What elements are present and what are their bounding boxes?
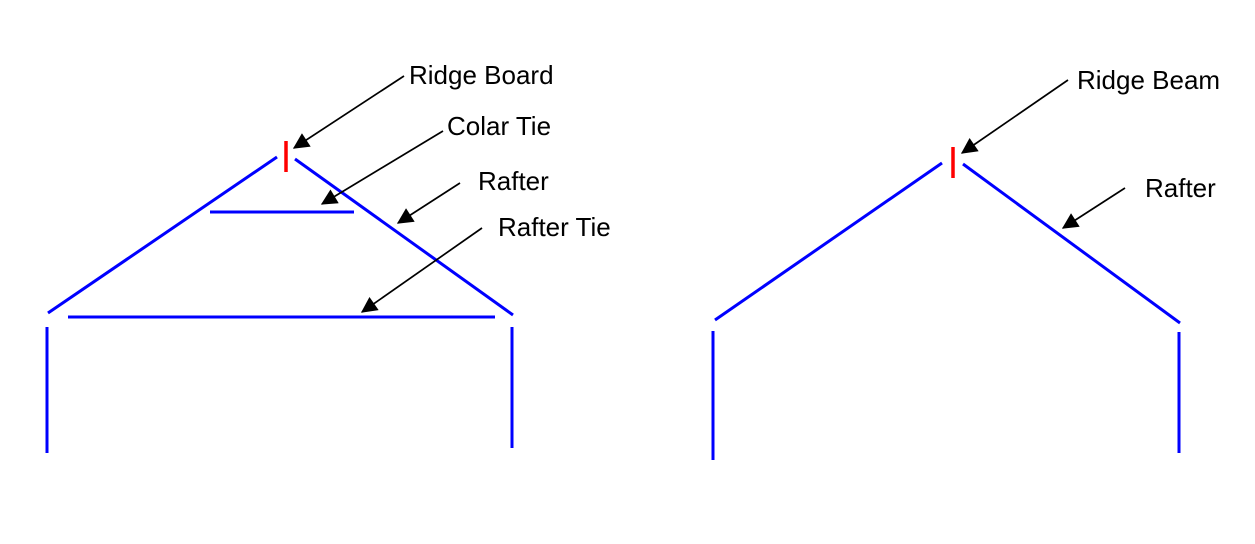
ridge-beam-arrow [960,79,1069,154]
rafter-tie-arrow [360,227,483,313]
rafter-label: Rafter [1145,173,1216,203]
ridge-board-label: Ridge Board [409,60,554,90]
right-rafter-line [294,157,514,317]
ridge-beam-diagram: Ridge Beam Rafter [711,65,1220,460]
ridge-board-diagram: Ridge Board Colar Tie Rafter Rafter Tie [45,60,611,453]
rafter-arrow [396,182,461,224]
collar-tie-label: Colar Tie [447,111,551,141]
rafter-arrow [1061,187,1126,229]
ridge-beam-label: Ridge Beam [1077,65,1220,95]
rafter-label: Rafter [478,166,549,196]
ridge-board-arrow [292,75,405,149]
rafter-tie-label: Rafter Tie [498,212,611,242]
right-rafter-line [962,162,1181,325]
left-rafter-line [714,161,943,322]
left-rafter-line [47,155,278,315]
collar-tie-arrow [320,130,444,205]
